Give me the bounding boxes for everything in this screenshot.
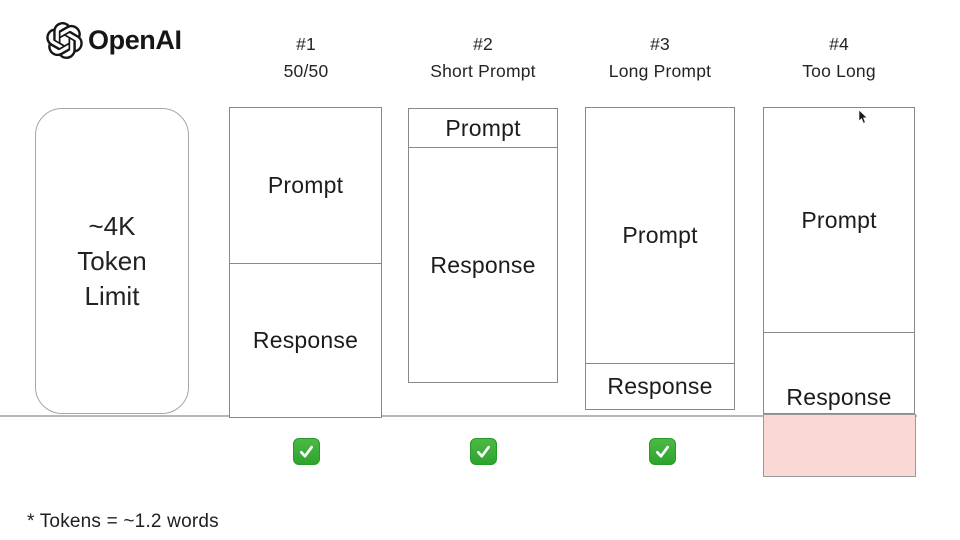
column-number: #4 — [829, 34, 849, 54]
response-section: Response — [764, 333, 914, 413]
prompt-section: Prompt — [230, 108, 381, 264]
limit-line-2: Token — [77, 245, 147, 276]
mouse-cursor-icon — [858, 109, 870, 130]
token-limit-box: ~4K Token Limit — [35, 108, 189, 414]
prompt-section: Prompt — [764, 108, 914, 333]
check-mark-icon — [470, 438, 497, 465]
openai-knot-icon — [46, 21, 83, 59]
response-label: Response — [252, 327, 359, 353]
column-header-4: #4 Too Long — [753, 31, 925, 85]
response-section: Response — [586, 364, 734, 409]
column-title: 50/50 — [283, 61, 329, 81]
column-title: Short Prompt — [430, 61, 536, 81]
check-mark-icon — [649, 438, 676, 465]
prompt-label: Prompt — [267, 172, 344, 198]
prompt-section: Prompt — [586, 108, 734, 364]
column-header-3: #3 Long Prompt — [574, 31, 746, 85]
limit-line-3: Limit — [84, 280, 140, 311]
over-limit-overflow-box — [763, 414, 916, 477]
column-title: Too Long — [802, 61, 876, 81]
token-limit-baseline — [0, 415, 917, 417]
stack-box-3: Prompt Response — [585, 107, 735, 410]
column-number: #2 — [473, 34, 493, 54]
response-label: Response — [607, 373, 713, 399]
limit-line-1: ~4K — [88, 210, 136, 241]
column-header-2: #2 Short Prompt — [397, 31, 569, 85]
tokens-footnote: * Tokens = ~1.2 words — [27, 511, 219, 532]
openai-wordmark: OpenAI — [88, 24, 182, 55]
stack-box-4: Prompt Response — [763, 107, 915, 414]
response-label: Response — [430, 251, 536, 278]
response-section: Response — [409, 148, 557, 382]
stack-box-2: Prompt Response — [408, 108, 558, 383]
column-number: #3 — [650, 34, 670, 54]
openai-logo: OpenAI — [46, 20, 182, 60]
response-section: Response — [230, 264, 381, 417]
column-number: #1 — [296, 34, 316, 54]
column-title: Long Prompt — [608, 61, 712, 81]
response-label: Response — [786, 384, 892, 410]
stack-box-1: Prompt Response — [229, 107, 382, 418]
check-mark-icon — [293, 438, 320, 465]
column-header-1: #1 50/50 — [220, 31, 392, 85]
prompt-label: Prompt — [801, 206, 877, 233]
prompt-label: Prompt — [445, 114, 521, 141]
prompt-section: Prompt — [409, 109, 557, 148]
token-limit-text: ~4K Token Limit — [77, 209, 146, 314]
prompt-label: Prompt — [622, 222, 698, 248]
